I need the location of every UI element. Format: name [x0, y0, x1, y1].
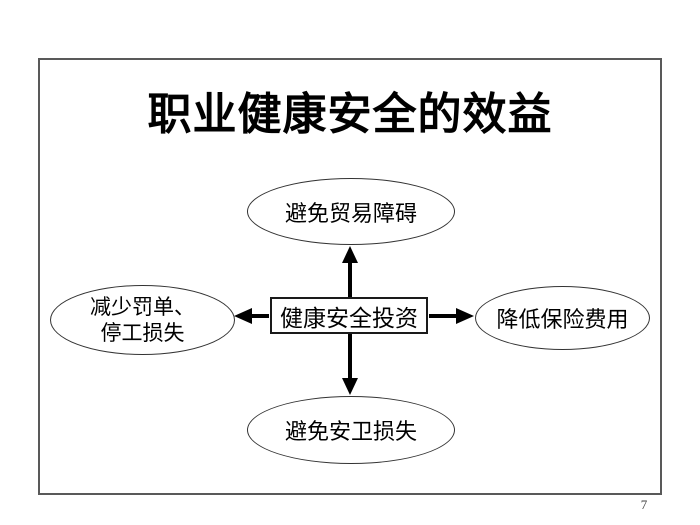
- node-fines-stoppage-losses: 减少罚单、 停工损失: [50, 285, 235, 355]
- node-fines-line2: 停工损失: [100, 321, 185, 345]
- page-number: 7: [640, 497, 648, 512]
- node-safety-losses-label: 避免安卫损失: [284, 419, 417, 444]
- node-safety-losses: 避免安卫损失: [247, 396, 455, 464]
- node-insurance-costs-label: 降低保险费用: [496, 307, 629, 332]
- slide-title: 职业健康安全的效益: [147, 90, 553, 139]
- node-fines-stoppage-losses-label: 减少罚单、 停工损失: [90, 294, 195, 346]
- node-insurance-costs: 降低保险费用: [475, 286, 650, 350]
- node-trade-barriers: 避免贸易障碍: [247, 178, 455, 245]
- node-trade-barriers-label: 避免贸易障碍: [284, 200, 417, 226]
- node-fines-line1: 减少罚单、: [90, 295, 195, 319]
- center-investment-label: 健康安全投资: [280, 305, 418, 331]
- center-investment-box: 健康安全投资: [270, 297, 428, 334]
